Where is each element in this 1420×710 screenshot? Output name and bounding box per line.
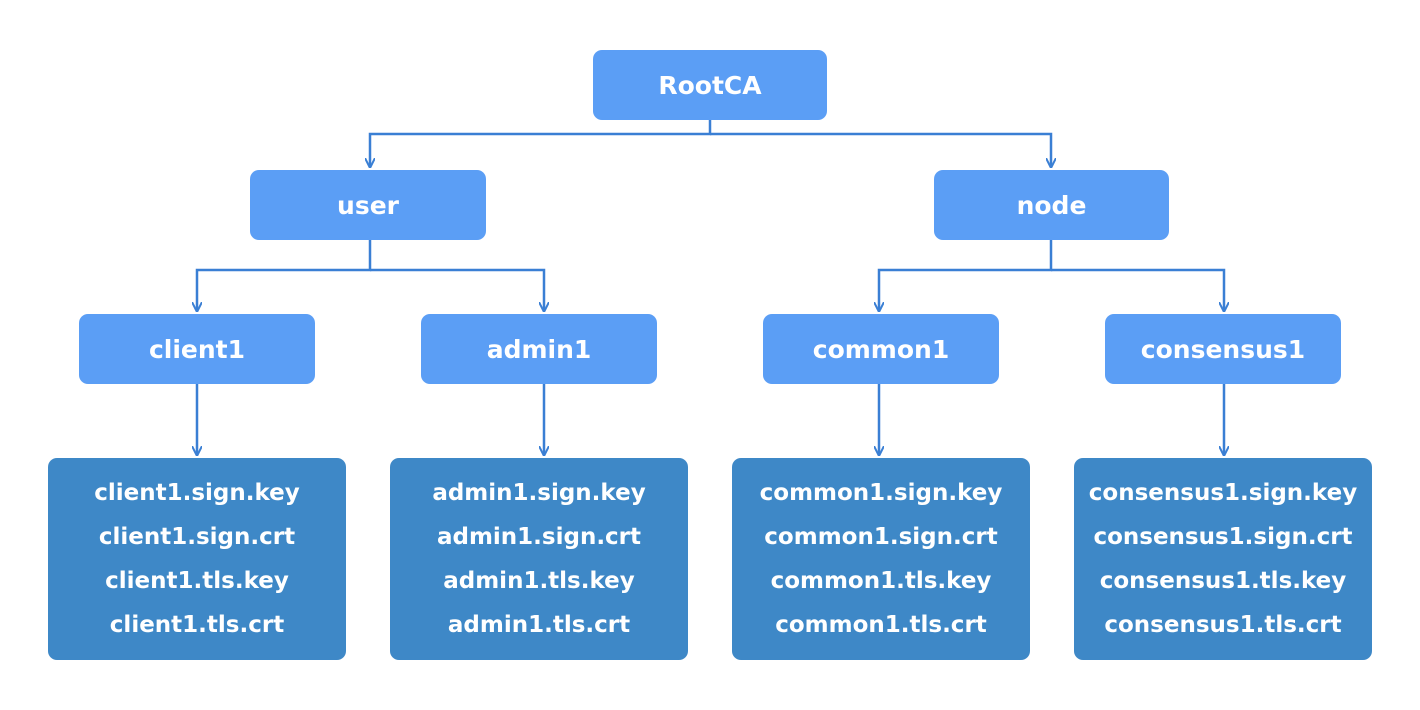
file-item: client1.tls.crt [109, 612, 285, 638]
edge-rootca-node [710, 132, 1051, 166]
client1-files-box: client1.sign.key client1.sign.crt client… [48, 458, 346, 660]
file-item: consensus1.tls.crt [1104, 612, 1342, 638]
common1-files-box: common1.sign.key common1.sign.crt common… [732, 458, 1030, 660]
file-item: common1.tls.key [770, 568, 992, 594]
file-item: admin1.tls.crt [447, 612, 631, 638]
admin1-node: admin1 [421, 314, 657, 384]
edge-rootca-user [370, 120, 712, 166]
file-item: client1.sign.crt [98, 524, 296, 550]
file-item: admin1.sign.crt [436, 524, 642, 550]
file-item: client1.sign.key [94, 480, 300, 506]
file-item: common1.sign.crt [764, 524, 998, 550]
file-item: consensus1.sign.key [1088, 480, 1358, 506]
consensus1-node: consensus1 [1105, 314, 1341, 384]
file-item: admin1.tls.key [443, 568, 635, 594]
rootca-node: RootCA [593, 50, 827, 120]
admin1-label: admin1 [486, 334, 592, 364]
client1-node: client1 [79, 314, 315, 384]
edge-user-client1 [197, 240, 372, 310]
user-node: user [250, 170, 486, 240]
consensus1-files-box: consensus1.sign.key consensus1.sign.crt … [1074, 458, 1372, 660]
file-item: client1.tls.key [105, 568, 289, 594]
file-item: common1.sign.key [759, 480, 1003, 506]
node-node: node [934, 170, 1169, 240]
node-label: node [1016, 190, 1087, 220]
edge-node-consensus1 [1051, 268, 1224, 310]
rootca-label: RootCA [658, 70, 762, 100]
file-item: common1.tls.crt [775, 612, 987, 638]
common1-node: common1 [763, 314, 999, 384]
file-item: consensus1.sign.crt [1093, 524, 1353, 550]
consensus1-label: consensus1 [1140, 334, 1306, 364]
common1-label: common1 [812, 334, 950, 364]
user-label: user [337, 190, 399, 220]
file-item: admin1.sign.key [432, 480, 646, 506]
client1-label: client1 [148, 334, 246, 364]
edge-node-common1 [879, 240, 1053, 310]
file-item: consensus1.tls.key [1099, 568, 1347, 594]
admin1-files-box: admin1.sign.key admin1.sign.crt admin1.t… [390, 458, 688, 660]
edge-user-admin1 [370, 268, 544, 310]
